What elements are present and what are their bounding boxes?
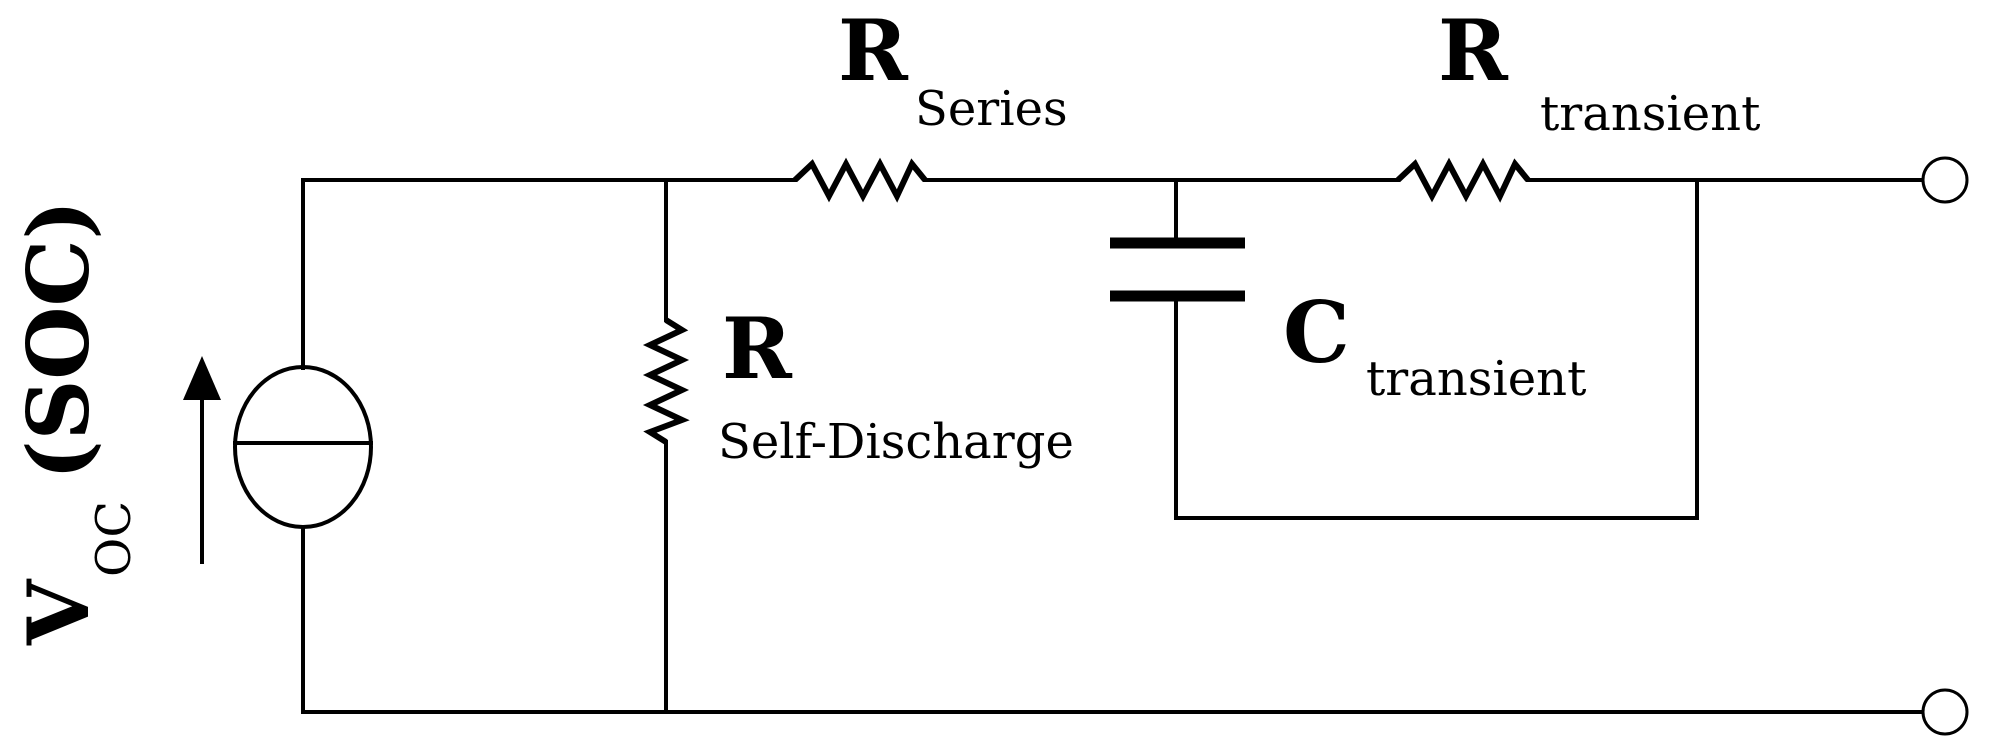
r-transient-sub-label: transient: [1540, 86, 1760, 142]
voltage-arg-label: (SOC): [9, 200, 108, 480]
c-transient-label: C: [1283, 283, 1350, 382]
r-transient-label: R: [1438, 1, 1509, 100]
r-transient-resistor-icon: [1395, 157, 1531, 203]
voltage-sub-label: OC: [86, 501, 142, 577]
r-self-discharge-label: R: [722, 299, 793, 398]
voltage-source-label: V OC (SOC): [9, 200, 142, 646]
r-series-resistor-icon: [792, 157, 928, 203]
voltage-main-label: V: [9, 578, 108, 646]
voltage-source-icon: [233, 365, 373, 529]
wire-capacitor-bottom: [1174, 178, 1699, 520]
capacitor-icon: [1110, 237, 1245, 302]
r-self-discharge-resistor-icon: [642, 317, 690, 445]
terminal-bottom-icon: [1921, 688, 1969, 736]
c-transient-sub-label: transient: [1366, 351, 1586, 407]
arrow-up-icon: [183, 356, 221, 564]
terminal-top-icon: [1921, 156, 1969, 204]
r-series-label: R: [838, 1, 909, 100]
r-series-sub-label: Series: [915, 81, 1068, 137]
r-self-discharge-sub-label: Self-Discharge: [718, 414, 1074, 470]
wires: [301, 178, 1923, 714]
